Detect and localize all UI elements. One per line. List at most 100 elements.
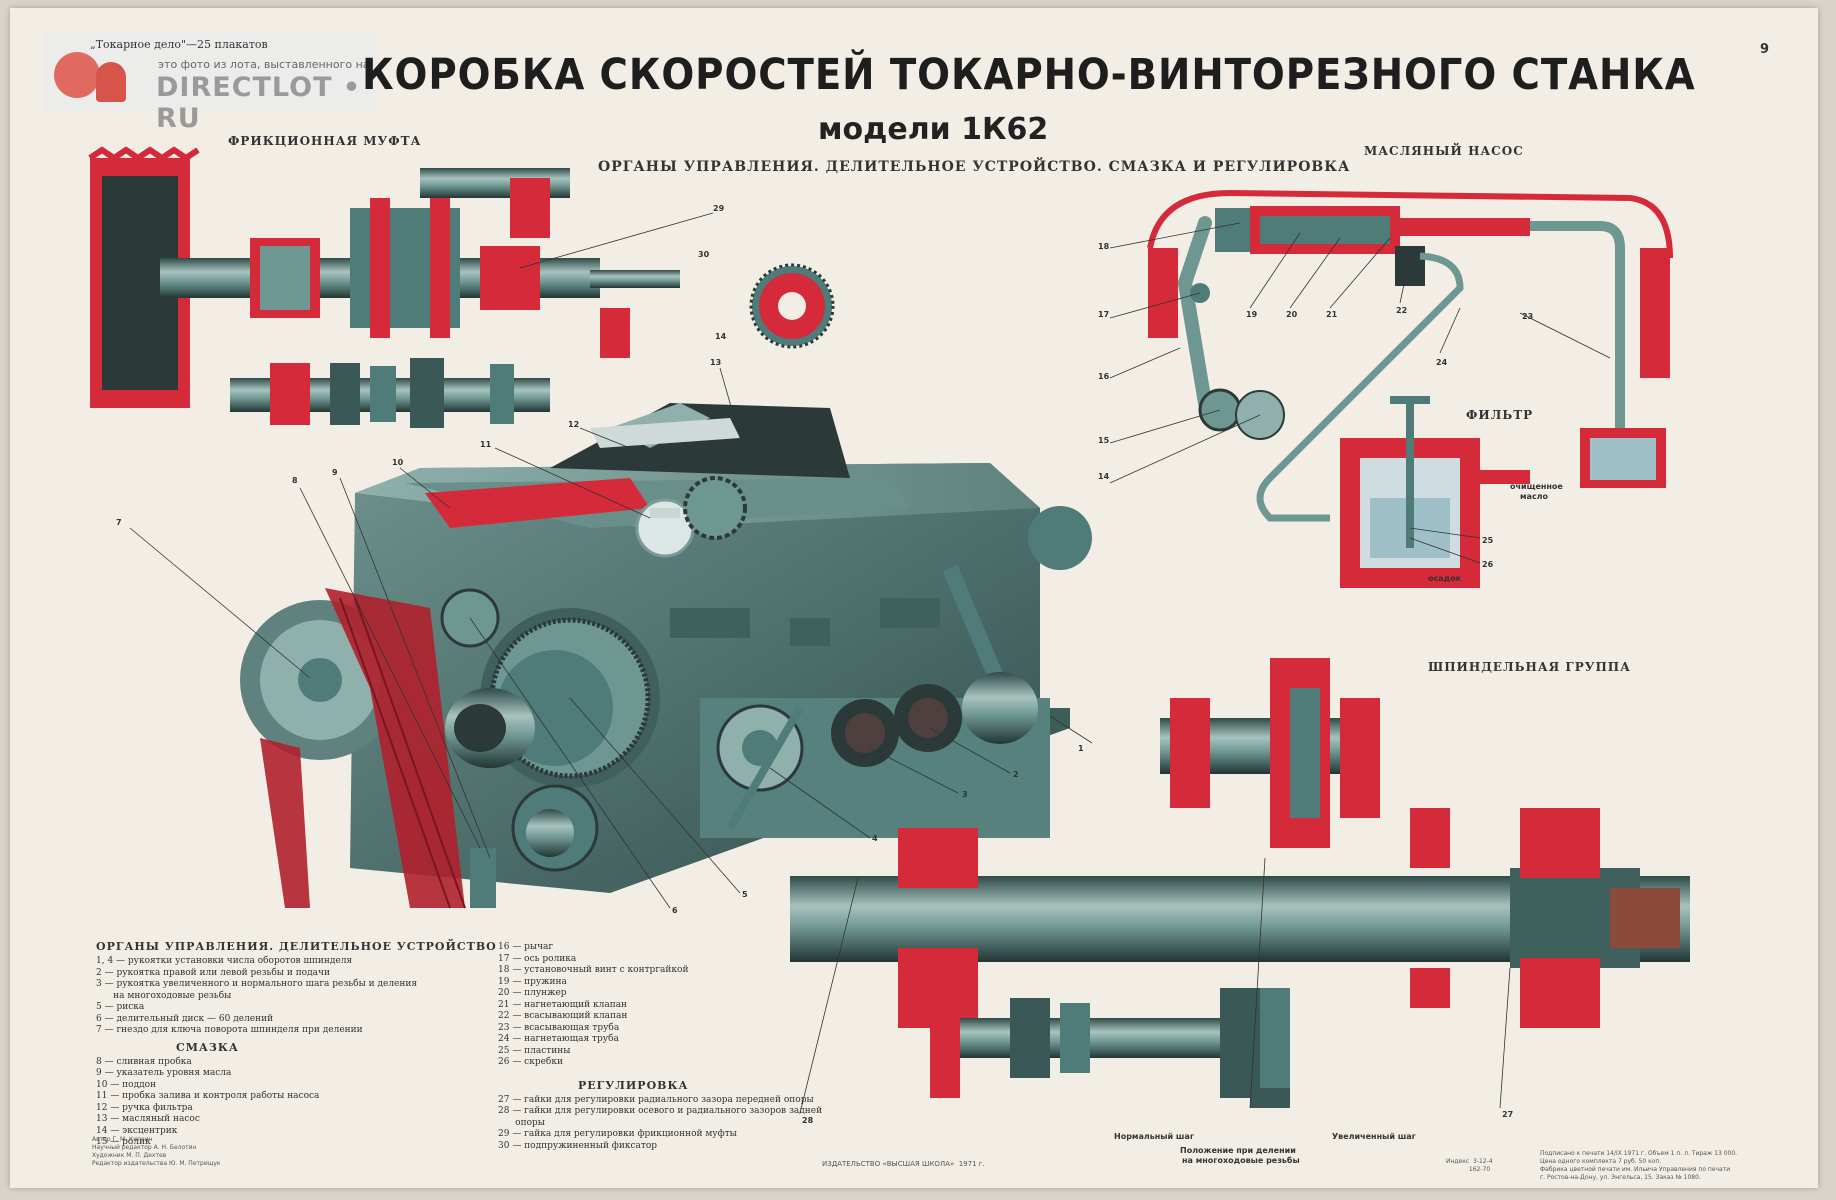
callout: 18 <box>1098 242 1110 251</box>
callout: 27 <box>1502 1110 1514 1119</box>
callout: 2 <box>1013 770 1019 779</box>
legend-item: на многоходовые резьбы <box>96 990 232 1001</box>
legend-item: 10 — поддон <box>96 1079 157 1090</box>
legend-item: 29 — гайка для регулировки фрикционной м… <box>498 1129 737 1139</box>
poster-subtitle: модели 1К62 <box>818 112 1049 147</box>
credits: Автор Г. М. Кипкин Научный редактор А. Н… <box>92 1136 221 1167</box>
callout: 11 <box>480 440 492 449</box>
legend-regulation-title: РЕГУЛИРОВКА <box>578 1078 689 1092</box>
callout: 20 <box>1286 310 1298 319</box>
legend-item: 19 — пружина <box>498 976 567 987</box>
clean-oil-label: очищенное <box>1510 482 1563 491</box>
legend-item: 8 — сливная пробка <box>96 1056 192 1067</box>
callout: 6 <box>672 906 678 915</box>
legend-item: опоры <box>498 1117 545 1128</box>
legend-item: 1, 4 — рукоятки установки числа оборотов… <box>96 956 353 966</box>
legend-item: 6 — делительный диск — 60 делений <box>96 1013 274 1024</box>
legend-item: 17 — ось ролика <box>498 953 577 964</box>
legend-item: 20 — плунжер <box>498 988 567 998</box>
division-position-label: на многоходовые резьбы <box>1182 1156 1300 1165</box>
division-position-label: Положение при делении <box>1180 1146 1296 1155</box>
callout: 24 <box>1436 358 1448 367</box>
squirrel-logo-icon <box>54 52 100 98</box>
callout: 22 <box>1396 306 1408 315</box>
leader-lines <box>129 212 1611 1114</box>
print-info: Подписано к печати 14/IX 1971 г. Объем 1… <box>1540 1150 1738 1181</box>
callout: 19 <box>1246 310 1258 319</box>
watermark: „Токарное дело"—25 плакатов это фото из … <box>44 32 376 134</box>
callout: 21 <box>1326 310 1338 319</box>
pulley-drawing <box>240 588 496 909</box>
legend-item: 14 — эксцентрик <box>96 1125 178 1136</box>
poster-title: КОРОБКА СКОРОСТЕЙ ТОКАРНО-ВИНТОРЕЗНОГО С… <box>362 50 1696 100</box>
callout: 26 <box>1482 560 1494 569</box>
callout: 9 <box>332 468 338 477</box>
legend-item: 21 — нагнетающий клапан <box>498 999 628 1010</box>
legend-item: 24 — нагнетающая труба <box>498 1034 619 1044</box>
callout: 17 <box>1098 310 1110 319</box>
watermark-note: это фото из лота, выставленного на <box>158 58 370 71</box>
increased-step-label: Увеличенный шаг <box>1332 1132 1416 1141</box>
callout: 5 <box>742 890 748 899</box>
legend-item: 23 — всасывающая труба <box>498 1022 620 1033</box>
callout: 14 <box>1098 472 1110 481</box>
spring-fixator-drawing <box>749 263 835 349</box>
legend-item: 7 — гнездо для ключа поворота шпинделя п… <box>96 1025 363 1035</box>
legend-item: 15 — ролик <box>96 1137 151 1147</box>
legend-item: 30 — подпружиненный фиксатор <box>498 1140 658 1151</box>
callout: 4 <box>872 834 878 843</box>
oil-pump-drawing <box>1147 189 1673 522</box>
squirrel-tail-icon <box>96 62 126 102</box>
legend-item: 22 — всасывающий клапан <box>498 1011 628 1021</box>
spindle-group-drawing <box>790 658 1690 1108</box>
legend-item: 12 — ручка фильтра <box>96 1102 193 1113</box>
legend-item: 28 — гайки для регулировки осевого и рад… <box>498 1106 823 1116</box>
normal-step-label: Нормальный шаг <box>1114 1132 1194 1141</box>
gearbox-housing-drawing <box>350 403 1092 893</box>
callout: 10 <box>392 458 404 467</box>
legend-item: 25 — пластины <box>498 1045 571 1056</box>
callout: 30 <box>698 250 710 259</box>
callout: 12 <box>568 420 580 429</box>
series-tag: „Токарное дело"—25 плакатов <box>90 38 268 51</box>
callout: 7 <box>116 518 122 527</box>
publisher: ИЗДАТЕЛЬСТВО «ВЫСШАЯ ШКОЛА» 1971 г. <box>822 1160 985 1168</box>
section-clutch-title: ФРИКЦИОННАЯ МУФТА <box>228 134 422 148</box>
legend-lubrication-title: СМАЗКА <box>176 1040 239 1054</box>
legend-item: 11 — пробка залива и контроля работы нас… <box>96 1091 320 1101</box>
callout: 29 <box>713 204 725 213</box>
section-filter-title: ФИЛЬТР <box>1466 408 1534 422</box>
legend-column-2: 16 — рычаг 17 — ось ролика 18 — установо… <box>498 942 822 1152</box>
legend-item: 27 — гайки для регулировки радиального з… <box>498 1094 814 1105</box>
callout: 28 <box>802 1116 814 1125</box>
callout: 14 <box>715 332 727 341</box>
clean-oil-label: масло <box>1520 492 1549 501</box>
callout: 23 <box>1522 312 1534 321</box>
legend-controls-title: ОРГАНЫ УПРАВЛЕНИЯ. ДЕЛИТЕЛЬНОЕ УСТРОЙСТВ… <box>96 940 497 953</box>
index: Индекс 3-12-4 162-70 <box>1446 1158 1493 1173</box>
callout: 8 <box>292 476 298 485</box>
legend-item: 5 — риска <box>96 1002 145 1012</box>
poster-subheading: ОРГАНЫ УПРАВЛЕНИЯ. ДЕЛИТЕЛЬНОЕ УСТРОЙСТВ… <box>598 159 1351 175</box>
callout: 1 <box>1078 744 1084 753</box>
legend-controls: ОРГАНЫ УПРАВЛЕНИЯ. ДЕЛИТЕЛЬНОЕ УСТРОЙСТВ… <box>96 936 497 1149</box>
filter-drawing <box>1340 396 1530 588</box>
callout: 15 <box>1098 436 1110 445</box>
page-number: 9 <box>1760 42 1770 57</box>
section-spindle-title: ШПИНДЕЛЬНАЯ ГРУППА <box>1428 660 1631 674</box>
legend-item: 13 — масляный насос <box>96 1114 200 1124</box>
legend-item: 18 — установочный винт с контргайкой <box>498 965 689 975</box>
legend-item: 3 — рукоятка увеличенного и нормального … <box>96 979 418 989</box>
watermark-brand: DIRECTLOT • RU <box>156 72 362 134</box>
illustrations <box>88 146 1690 1114</box>
legend-item: 9 — указатель уровня масла <box>96 1068 232 1078</box>
callout: 3 <box>962 790 968 799</box>
callout: 25 <box>1482 536 1494 545</box>
callout: 13 <box>710 358 722 367</box>
legend-item: 16 — рычаг <box>498 942 554 952</box>
legend-item: 2 — рукоятка правой или левой резьбы и п… <box>96 967 330 978</box>
legend-item: 26 — скребки <box>498 1057 563 1067</box>
sediment-label: осадок <box>1428 574 1462 583</box>
friction-clutch-drawing <box>88 146 680 428</box>
section-oil-pump-title: МАСЛЯНЫЙ НАСОС <box>1364 144 1524 158</box>
